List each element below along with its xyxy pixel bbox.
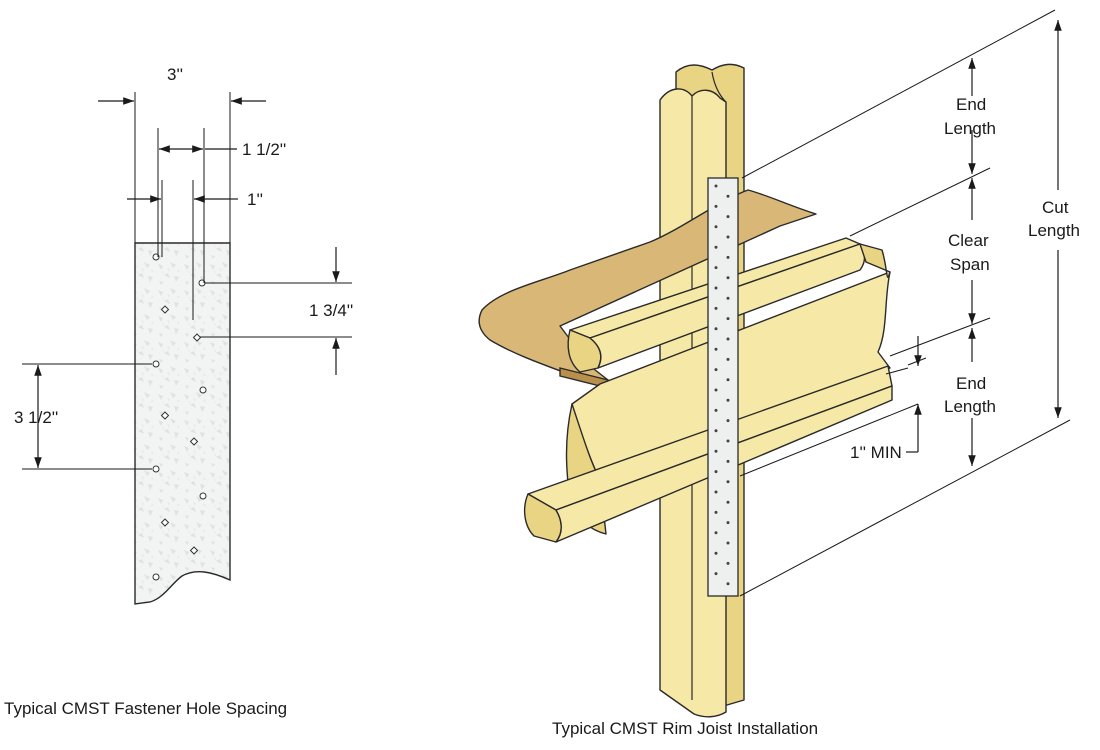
clear-span-line2: Span [950, 255, 990, 274]
strap-hole [714, 327, 718, 331]
strap-section [134, 242, 231, 605]
strap-hole [726, 378, 730, 382]
end-length-top-line2: Length [944, 119, 996, 138]
strap-hole [714, 306, 718, 310]
strap-hole [714, 449, 718, 453]
dim-row-pitch-label: 3 1/2'' [14, 408, 58, 427]
dim-vert-pitch-label: 1 3/4'' [309, 301, 353, 320]
strap-hole [714, 184, 718, 188]
strap-hole [726, 561, 730, 565]
dim-row-offset-label: 1 1/2'' [242, 140, 286, 159]
min-label: 1'' MIN [850, 443, 902, 462]
strap-hole [726, 337, 730, 341]
hole-spacing-diagram: 3'' 1 1/2'' 1'' 1 3/4'' 3 1/2'' Typical … [4, 65, 353, 718]
strap-hole [714, 470, 718, 474]
dim-edge-label: 1'' [247, 190, 263, 209]
end-length-bot-line2: Length [944, 397, 996, 416]
strap-hole [714, 388, 718, 392]
strap-hole [726, 521, 730, 525]
strap-hole [714, 204, 718, 208]
strap-fastener-holes [714, 184, 730, 586]
strap-hole [726, 215, 730, 219]
strap-hole [726, 235, 730, 239]
strap-hole [726, 255, 730, 259]
strap-hole [714, 266, 718, 270]
strap-hole [726, 317, 730, 321]
strap-hole [726, 541, 730, 545]
strap-hole [726, 398, 730, 402]
extension-lines [739, 9, 1071, 597]
strap-hole [726, 439, 730, 443]
strap-hole [726, 480, 730, 484]
strap-hole [714, 368, 718, 372]
strap-hole [726, 419, 730, 423]
right-caption: Typical CMST Rim Joist Installation [552, 719, 818, 738]
end-length-bot-line1: End [956, 374, 986, 393]
cut-length-line1: Cut [1042, 198, 1069, 217]
strap-hole [726, 357, 730, 361]
end-length-top-line1: End [956, 95, 986, 114]
rim-joist-diagram: End Length Clear Span End Length Cut Len… [478, 9, 1080, 738]
strap-hole [714, 531, 718, 535]
cut-length-line2: Length [1028, 221, 1080, 240]
strap-hole [714, 572, 718, 576]
strap-hole [714, 510, 718, 514]
left-caption: Typical CMST Fastener Hole Spacing [4, 699, 287, 718]
strap-hole [726, 276, 730, 280]
strap-hole [714, 347, 718, 351]
dim-width-label: 3'' [167, 65, 183, 84]
strap-hole [714, 490, 718, 494]
strap-hole [714, 551, 718, 555]
strap-hole [726, 296, 730, 300]
strap-hole [726, 500, 730, 504]
strap-hole [714, 245, 718, 249]
strap-hole [714, 225, 718, 229]
strap-hole [714, 429, 718, 433]
strap-hole [726, 459, 730, 463]
strap-hole [726, 582, 730, 586]
cmst-strap [707, 177, 739, 597]
clear-span-line1: Clear [948, 231, 989, 250]
strap-hole [714, 286, 718, 290]
strap-hole [714, 408, 718, 412]
strap-hole [726, 194, 730, 198]
